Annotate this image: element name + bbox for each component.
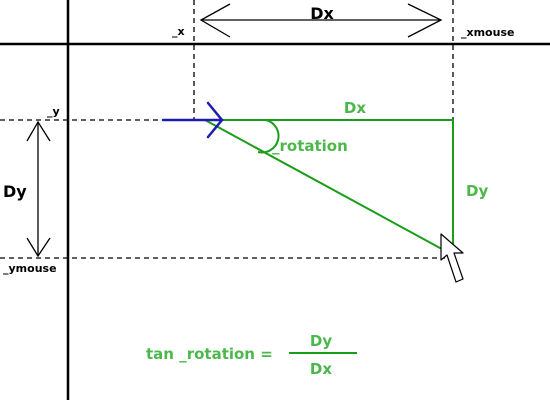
dx-dimension-arrow xyxy=(199,3,443,38)
dx-top-label: Dx xyxy=(310,4,334,23)
dy-dimension-arrow xyxy=(26,120,51,258)
blue-arrow-icon xyxy=(161,101,224,139)
mouse-pointer-icon xyxy=(440,233,464,283)
dy-left-label: Dy xyxy=(3,182,27,201)
y-origin-label: _y xyxy=(47,105,60,118)
x-origin-label: _x xyxy=(172,25,185,38)
triangle-hypotenuse xyxy=(204,119,452,255)
dy-triangle-label: Dy xyxy=(466,182,488,200)
rotation-label: _rotation xyxy=(272,137,348,155)
y-mouse-label: _ymouse xyxy=(3,262,57,275)
x-mouse-label: _xmouse xyxy=(461,26,514,39)
formula-prefix: tan _rotation = xyxy=(146,345,273,363)
rotation-triangle xyxy=(204,119,454,257)
rotation-angle-arc xyxy=(257,119,280,154)
formula-denominator: Dx xyxy=(310,360,332,378)
dx-triangle-label: Dx xyxy=(344,99,366,117)
formula-numerator: Dy xyxy=(310,332,332,350)
tangent-formula: tan _rotation = Dy Dx xyxy=(146,332,357,378)
